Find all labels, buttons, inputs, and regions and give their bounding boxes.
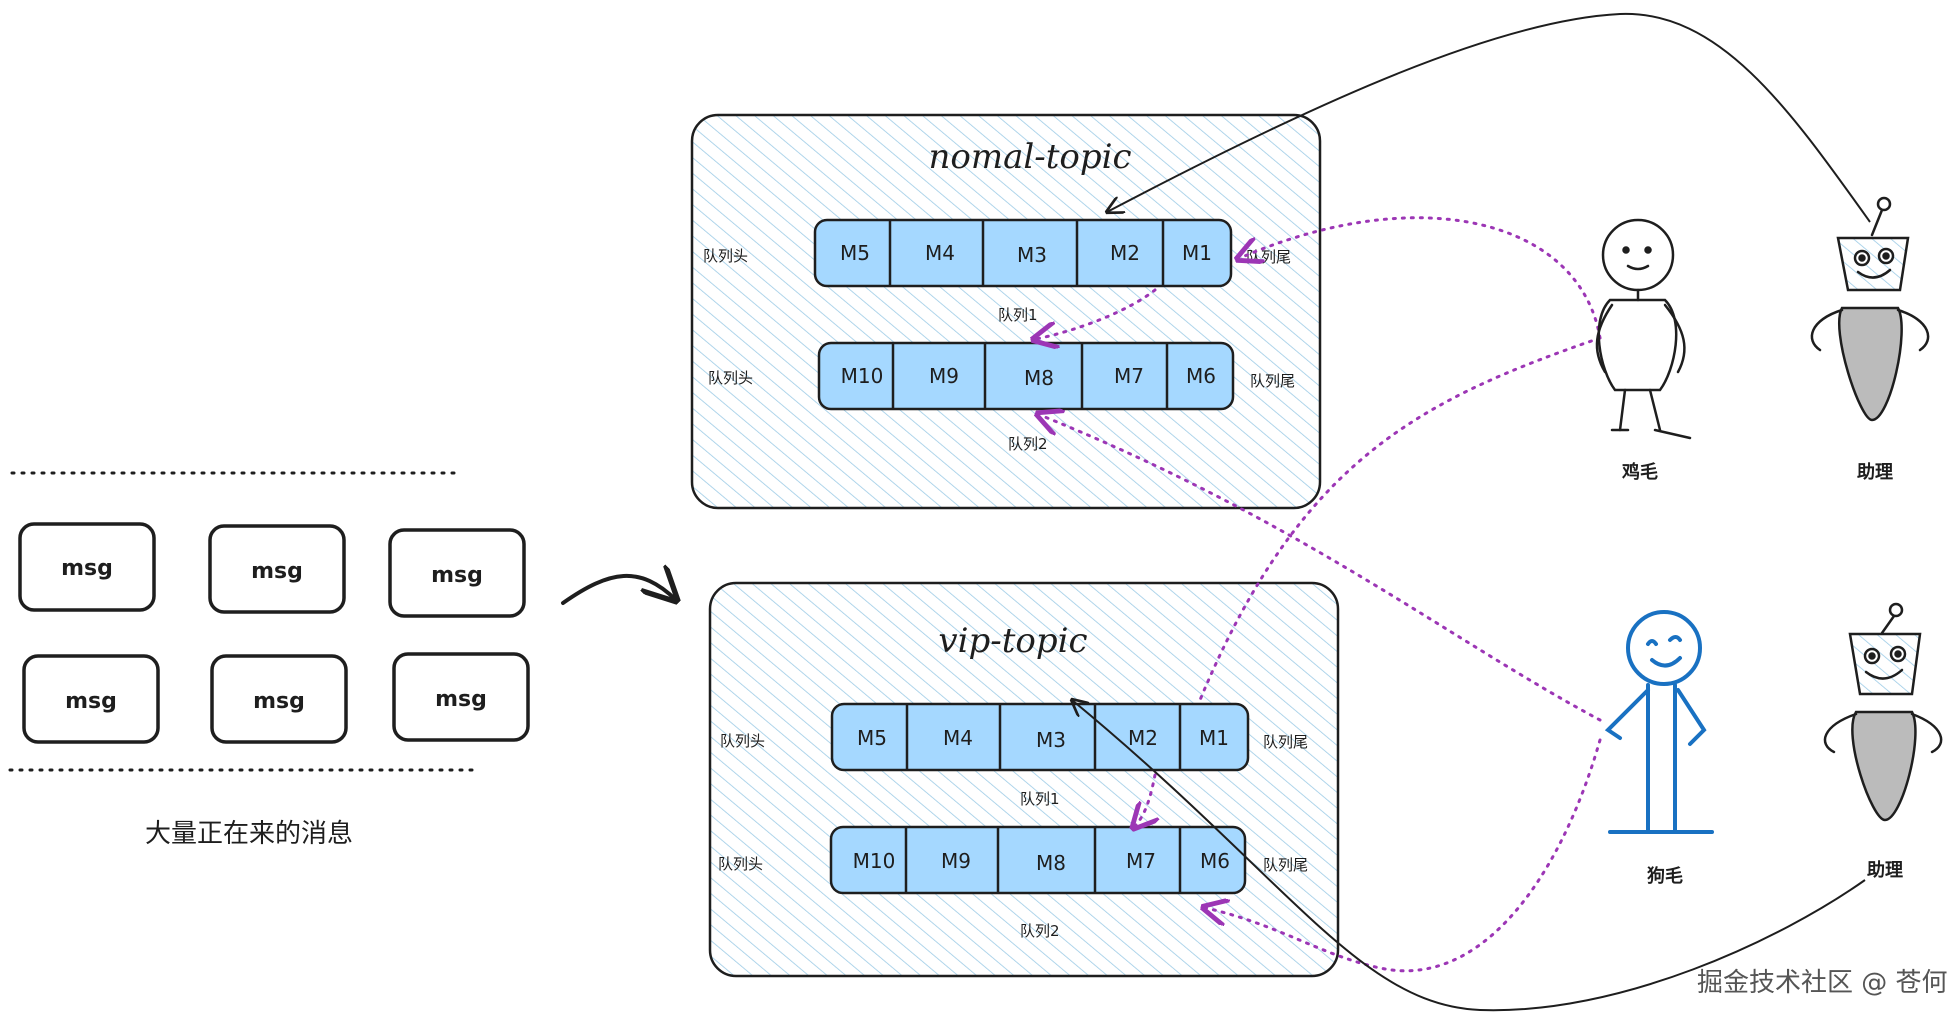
queue-cell: M10 [853,849,896,873]
msg-box: msg [208,524,346,614]
msg-label: msg [253,689,305,714]
queue-name: 队列2 [1020,922,1060,940]
queue-head-label: 队列头 [718,855,763,873]
queue-cell: M8 [1036,851,1066,875]
queue-tail-label: 队列尾 [1250,372,1295,390]
msg-box: msg [210,654,348,744]
queue-cell: M4 [925,241,955,265]
incoming-caption: 大量正在来的消息 [145,819,353,849]
incoming-arrow [561,576,676,603]
topic-nomal: nomal-topic 队列头 M5 M4 M3 M2 M1 队列尾 队列1 队… [690,113,1322,510]
msg-label: msg [431,563,483,588]
queue-name: 队列2 [1008,435,1048,453]
topic-title: nomal-topic [928,137,1131,177]
watermark: 掘金技术社区 @ 苍何 [1697,968,1948,998]
queue-tail-label: 队列尾 [1246,248,1291,266]
msg-box: msg [22,654,160,744]
queue-1: 队列头 M5 M4 M3 M2 M1 队列尾 队列1 [720,702,1308,808]
queue-cell: M9 [929,364,959,388]
queue-tail-label: 队列尾 [1263,733,1308,751]
consumer-1-figure [1595,218,1692,440]
queue-tail-label: 队列尾 [1263,856,1308,874]
queue-name: 队列1 [1020,790,1060,808]
dotted-arrow [1198,336,1602,702]
queue-head-label: 队列头 [708,369,753,387]
queue-cell: M6 [1186,364,1216,388]
queue-cell: M6 [1200,849,1230,873]
queue-cell: M7 [1114,364,1144,388]
consumer-2-figure [1604,610,1714,834]
msg-box: msg [392,652,530,742]
queue-cell: M5 [840,241,870,265]
queue-cell: M10 [841,364,884,388]
topic-title: vip-topic [938,621,1087,661]
queue-2: 队列头 M10 M9 M8 M7 M6 队列尾 队列2 [708,341,1295,453]
assistant-1-robot [1810,196,1930,422]
queue-2: 队列头 M10 M9 M8 M7 M6 队列尾 队列2 [718,825,1308,940]
consumer-2-label: 狗毛 [1647,865,1683,887]
assistant-2-robot [1823,602,1943,822]
queue-cell: M9 [941,849,971,873]
dotted-arrow [1036,288,1157,339]
queue-cell: M3 [1036,728,1066,752]
queue-name: 队列1 [998,306,1038,324]
assistant-1-label: 助理 [1857,461,1893,483]
queue-cell: M8 [1024,366,1054,390]
msg-label: msg [65,689,117,714]
queue-cell: M7 [1126,849,1156,873]
incoming-messages: msg msg msg msg msg msg 大量正在来的消息 [8,471,530,849]
queue-head-label: 队列头 [703,247,748,265]
queue-cell: M1 [1182,241,1212,265]
consumer-1-label: 鸡毛 [1621,461,1658,483]
queue-cell: M1 [1199,726,1229,750]
msg-label: msg [61,556,113,581]
dotted-arrow [1040,415,1602,722]
assistant-arrow-vip [1072,700,1866,1012]
queue-head-label: 队列头 [720,732,765,750]
dotted-arrow [1240,216,1602,340]
msg-box: msg [388,528,526,618]
dotted-arrow [1206,738,1602,973]
queue-cell: M4 [943,726,973,750]
queue-cell: M5 [857,726,887,750]
topic-vip: vip-topic 队列头 M5 M4 M3 M2 M1 队列尾 队列1 队列头… [708,581,1340,978]
msg-label: msg [435,687,487,712]
assistant-2-label: 助理 [1867,859,1903,881]
assistant-arrow-nomal [1107,12,1871,223]
consume-arrows [1036,216,1602,973]
msg-box: msg [18,522,156,612]
msg-label: msg [251,559,303,584]
queue-cell: M3 [1017,243,1047,267]
queue-cell: M2 [1128,726,1158,750]
queue-cell: M2 [1110,241,1140,265]
